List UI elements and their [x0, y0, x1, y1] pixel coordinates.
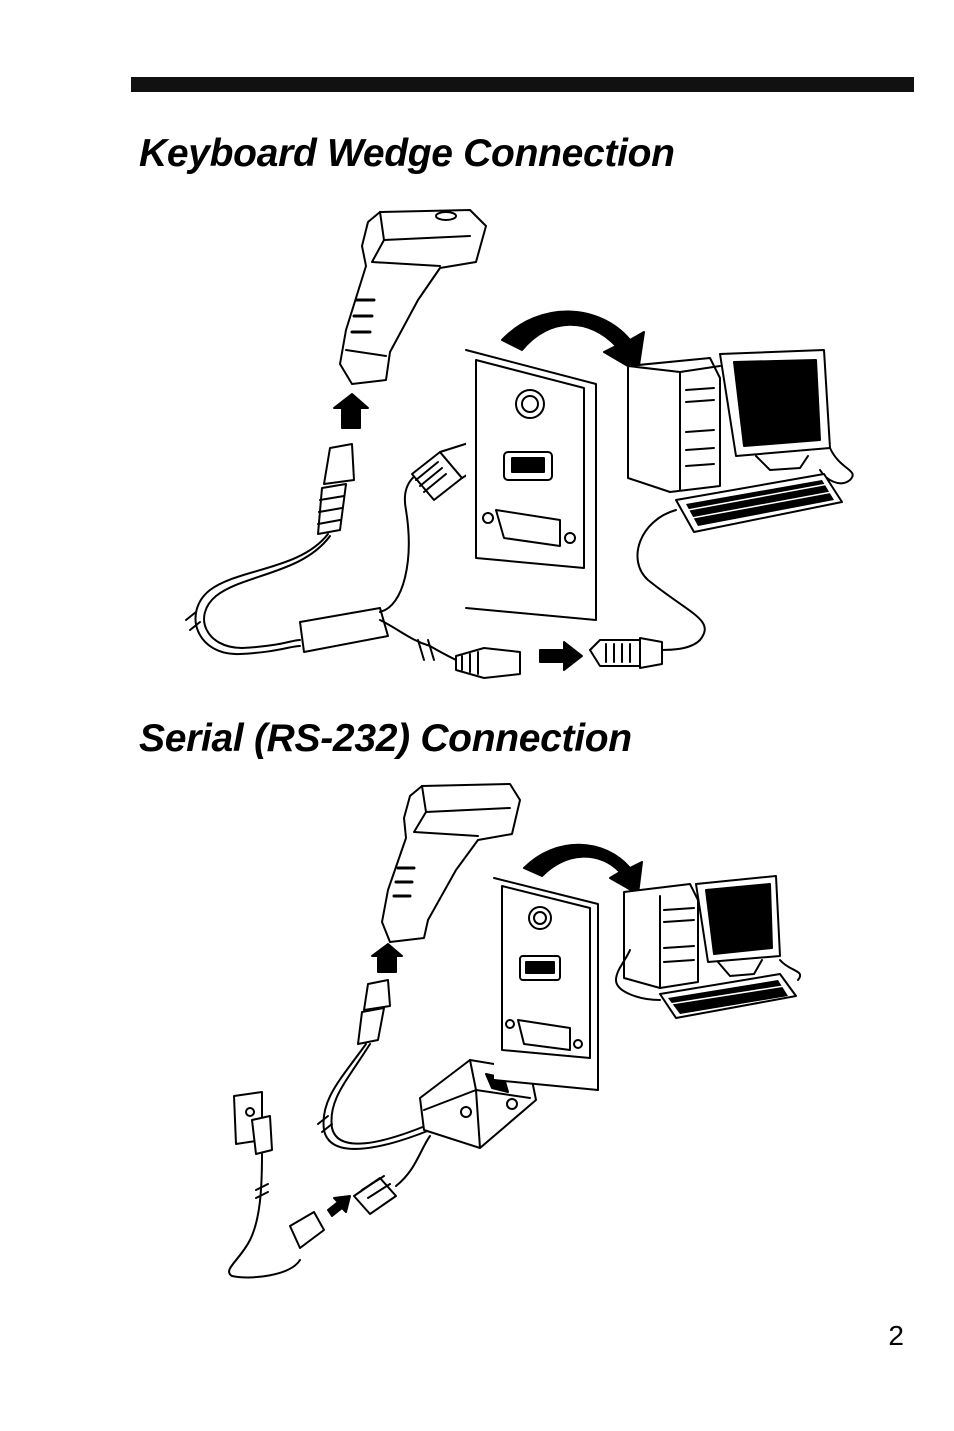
- connector-icon: [318, 444, 354, 534]
- power-supply-icon: [229, 1092, 300, 1277]
- monitor-icon: [696, 876, 800, 980]
- pc-back-panel: [494, 878, 598, 1090]
- computer-tower-icon: [624, 884, 698, 988]
- pc-back-panel: [466, 350, 596, 620]
- arrow-up-icon: [334, 394, 368, 428]
- keyboard-wedge-illustration: [0, 195, 954, 695]
- computer-tower-icon: [628, 358, 720, 492]
- curved-arrow-icon: [524, 845, 642, 894]
- ps2-plug-icon: [590, 638, 662, 668]
- scanner-icon: [340, 210, 486, 384]
- connector-icon: [358, 980, 390, 1044]
- arrow-icon: [540, 642, 582, 670]
- connector-icon: [354, 1176, 396, 1214]
- arrow-icon: [328, 1196, 350, 1216]
- monitor-icon: [720, 350, 853, 483]
- serial-connection-illustration: [0, 780, 954, 1280]
- barrel-plug-icon: [290, 1212, 324, 1248]
- ps2-plug-icon: [456, 648, 520, 678]
- serial-connection-heading: Serial (RS-232) Connection: [139, 716, 632, 762]
- page-number: 2: [888, 1320, 904, 1352]
- top-rule: [131, 77, 914, 92]
- keyboard-wedge-heading: Keyboard Wedge Connection: [139, 131, 675, 177]
- arrow-up-icon: [372, 944, 402, 972]
- ferrite-block: [300, 608, 388, 652]
- curved-arrow-icon: [502, 311, 644, 372]
